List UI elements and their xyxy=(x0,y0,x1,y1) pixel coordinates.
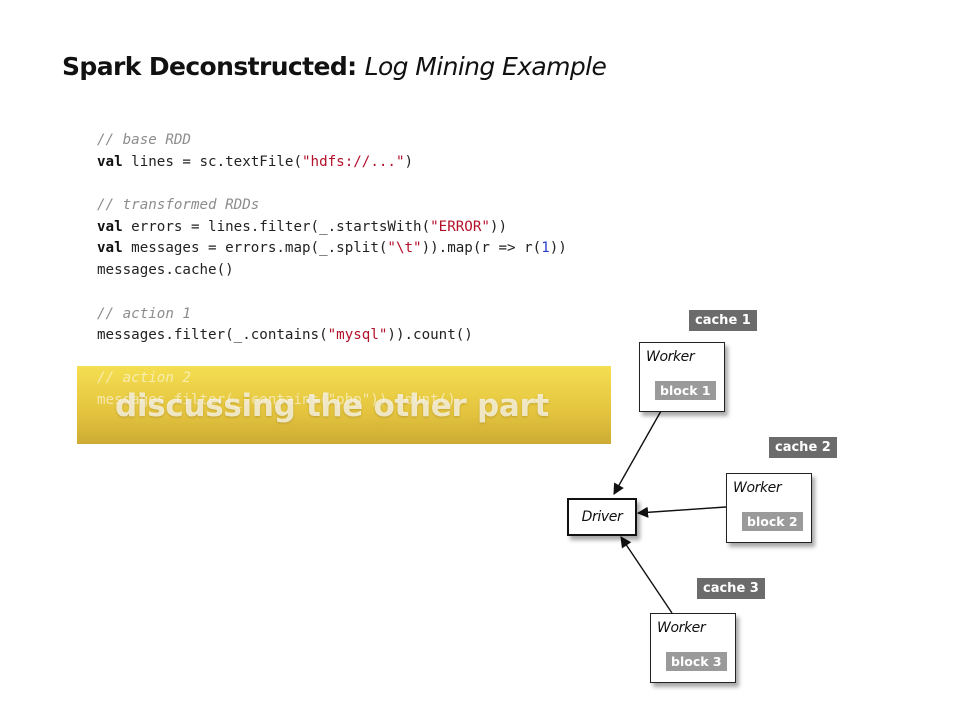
code-text: )).count() xyxy=(387,327,473,344)
cache-label-1: cache 1 xyxy=(689,310,757,331)
code-text: )).map(r => r( xyxy=(421,240,542,257)
code-keyword: val xyxy=(97,153,123,170)
code-text: errors = lines.filter(_.startsWith( xyxy=(122,218,431,235)
code-comment: // base RDD xyxy=(97,132,191,148)
arrow-worker2-to-driver xyxy=(636,506,727,518)
highlight-overlay: // action 2 messages.filter(_.contains("… xyxy=(77,366,611,444)
worker-label: Worker xyxy=(733,480,782,496)
worker-node-1: Worker block 1 xyxy=(639,342,725,412)
worker-label: Worker xyxy=(646,349,695,365)
code-text: ) xyxy=(404,153,414,170)
code-line: // transformed RDDs xyxy=(97,195,637,217)
slide-title-sub: Log Mining Example xyxy=(364,52,607,81)
block-label: block 1 xyxy=(655,381,716,400)
code-line: // action 1 xyxy=(97,304,637,326)
cache-label-3: cache 3 xyxy=(697,578,765,599)
code-string: "mysql" xyxy=(327,327,388,344)
code-line: // base RDD xyxy=(97,130,637,152)
cache-label-2: cache 2 xyxy=(769,437,837,458)
code-keyword: val xyxy=(97,218,123,235)
worker-node-2: Worker block 2 xyxy=(726,473,812,543)
code-line: messages.filter(_.contains("mysql")).cou… xyxy=(97,325,637,347)
worker-node-3: Worker block 3 xyxy=(650,613,736,683)
code-text: messages.filter(_.contains( xyxy=(97,327,328,344)
overlay-caption: discussing the other part xyxy=(115,388,550,424)
code-text: messages.cache() xyxy=(97,262,234,279)
code-comment: // transformed RDDs xyxy=(97,197,260,214)
code-comment: // action 1 xyxy=(97,305,191,322)
slide-title: Spark Deconstructed: Log Mining Example xyxy=(62,52,607,81)
arrow-worker1-to-driver xyxy=(613,410,662,495)
code-text: lines = sc.textFile( xyxy=(122,153,302,170)
code-line: val messages = errors.map(_.split("\t"))… xyxy=(97,238,637,260)
driver-node: Driver xyxy=(567,498,637,536)
worker-label: Worker xyxy=(657,620,706,636)
code-text: )) xyxy=(489,218,508,235)
block-label: block 3 xyxy=(666,652,727,671)
code-keyword: val xyxy=(97,240,123,257)
block-label: block 2 xyxy=(742,512,803,531)
code-string: "ERROR" xyxy=(430,218,490,235)
obscured-code-comment: // action 2 xyxy=(97,370,191,386)
code-line: val errors = lines.filter(_.startsWith("… xyxy=(97,217,637,239)
code-text: messages = errors.map(_.split( xyxy=(122,240,388,257)
code-line: messages.cache() xyxy=(97,260,637,282)
code-block: // base RDD val lines = sc.textFile("hdf… xyxy=(97,130,637,347)
code-line: val lines = sc.textFile("hdfs://...") xyxy=(97,152,637,174)
code-number: 1 xyxy=(541,240,550,257)
code-text: )) xyxy=(549,240,567,257)
obscured-code-line: messages.filter(_.contains("php")).count… xyxy=(97,392,456,408)
code-string: "hdfs://..." xyxy=(302,153,405,170)
arrow-worker3-to-driver xyxy=(620,536,673,614)
code-string: "\t" xyxy=(387,240,422,257)
slide-title-main: Spark Deconstructed: xyxy=(62,52,357,81)
